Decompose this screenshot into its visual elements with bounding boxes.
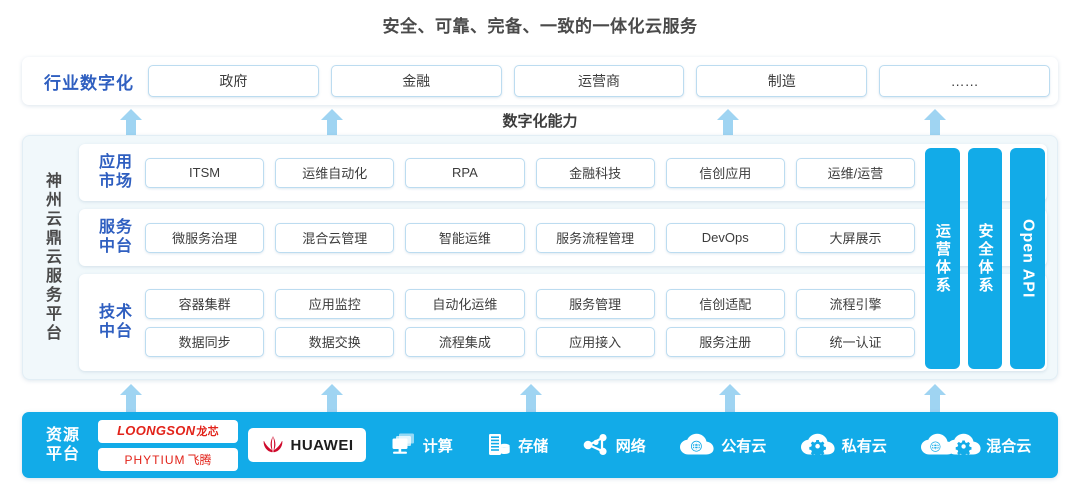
cloud-service-platform-panel: 神州云鼎云服务平台 应用 市场 ITSM 运维自动化 RPA 金融科技 信创应用… [22, 135, 1058, 380]
cell-data-exchange[interactable]: 数据交换 [275, 326, 395, 357]
service-platform-cells: 微服务治理 混合云管理 智能运维 服务流程管理 DevOps 大屏展示 [145, 222, 1039, 253]
layer-label-line2: 市场 [98, 172, 133, 190]
resource-gap [0, 380, 1080, 414]
cell-service-registration[interactable]: 服务注册 [665, 326, 785, 357]
resource-item-private-cloud[interactable]: 私有云 [800, 433, 887, 457]
page-title: 安全、可靠、完备、一致的一体化云服务 [382, 17, 698, 36]
cell-intelligent-ops[interactable]: 智能运维 [405, 222, 525, 253]
loongson-logo-text: LOONGSON龙芯 [117, 423, 219, 439]
layer-label-application-market: 应用 市场 [87, 154, 145, 192]
huawei-flower-icon [261, 435, 285, 455]
industry-items: 政府 金融 运营商 制造 …… [148, 65, 1050, 97]
cell-row: ITSM 运维自动化 RPA 金融科技 信创应用 运维/运营 [145, 157, 916, 188]
resource-item-label: 私有云 [841, 437, 887, 455]
layer-technology-middle-platform: 技术 中台 容器集群 应用监控 自动化运维 服务管理 信创适配 流程引擎 数据同… [79, 274, 1047, 371]
platform-vertical-title: 神州云鼎云服务平台 [43, 172, 60, 343]
phytium-cn: 飞腾 [187, 452, 212, 467]
cell-row: 数据同步 数据交换 流程集成 应用接入 服务注册 统一认证 [145, 326, 916, 357]
resource-label-line1: 资源 [45, 426, 80, 444]
loongson-cn: 龙芯 [196, 426, 219, 438]
storage-server-icon [486, 432, 512, 458]
resource-item-label: 存储 [518, 437, 549, 455]
cell-hybrid-cloud-management[interactable]: 混合云管理 [275, 222, 395, 253]
resource-item-label: 公有云 [721, 437, 767, 455]
platform-side-bars: 运营体系 安全体系 Open API [925, 148, 1046, 369]
resource-items: 计算 [372, 432, 1048, 458]
industry-item-manufacturing[interactable]: 制造 [696, 65, 868, 97]
cell-large-screen-display[interactable]: 大屏展示 [795, 222, 916, 253]
industry-item-more[interactable]: …… [879, 65, 1050, 97]
cell-row: 微服务治理 混合云管理 智能运维 服务流程管理 DevOps 大屏展示 [145, 222, 916, 253]
cell-ops-automation[interactable]: 运维自动化 [275, 157, 395, 188]
resource-item-network[interactable]: 网络 [582, 432, 646, 458]
industry-row: 行业数字化 政府 金融 运营商 制造 …… [22, 57, 1058, 105]
loongson-latin: LOONGSON [117, 423, 196, 438]
resource-item-public-cloud[interactable]: 公有云 [679, 433, 766, 457]
cloud-globe-gear-icon [920, 433, 982, 457]
layer-label-line1: 技术 [98, 303, 133, 321]
cell-row: 容器集群 应用监控 自动化运维 服务管理 信创适配 流程引擎 [145, 288, 916, 319]
cell-ops-operations[interactable]: 运维/运营 [795, 157, 916, 188]
cell-automated-ops[interactable]: 自动化运维 [405, 288, 525, 319]
capability-gap: 数字化能力 [0, 105, 1080, 137]
cell-container-cluster[interactable]: 容器集群 [145, 288, 265, 319]
resource-item-label: 计算 [422, 437, 453, 455]
technology-platform-cells: 容器集群 应用监控 自动化运维 服务管理 信创适配 流程引擎 数据同步 数据交换… [145, 288, 1039, 357]
cell-xinchuang-adaptation[interactable]: 信创适配 [665, 288, 785, 319]
cell-application-access[interactable]: 应用接入 [535, 326, 655, 357]
layer-label-line1: 应用 [98, 153, 133, 171]
industry-item-telecom[interactable]: 运营商 [513, 65, 685, 97]
cell-devops[interactable]: DevOps [665, 222, 785, 253]
industry-row-label: 行业数字化 [44, 73, 134, 93]
cell-unified-authentication[interactable]: 统一认证 [795, 326, 916, 357]
cell-itsm[interactable]: ITSM [145, 157, 265, 188]
industry-item-finance[interactable]: 金融 [330, 65, 502, 97]
loongson-logo[interactable]: LOONGSON龙芯 [98, 419, 238, 443]
layer-application-market: 应用 市场 ITSM 运维自动化 RPA 金融科技 信创应用 运维/运营 [79, 144, 1047, 201]
cell-process-engine[interactable]: 流程引擎 [795, 288, 916, 319]
cell-process-integration[interactable]: 流程集成 [405, 326, 525, 357]
platform-layers: 应用 市场 ITSM 运维自动化 RPA 金融科技 信创应用 运维/运营 [79, 136, 1057, 379]
cell-microservice-governance[interactable]: 微服务治理 [145, 222, 265, 253]
compute-monitor-icon [389, 432, 417, 458]
layer-label-line2: 中台 [98, 237, 133, 255]
cell-data-sync[interactable]: 数据同步 [145, 326, 265, 357]
cell-fintech[interactable]: 金融科技 [535, 157, 655, 188]
capability-label: 数字化能力 [502, 113, 578, 130]
cell-rpa[interactable]: RPA [405, 157, 525, 188]
application-market-cells: ITSM 运维自动化 RPA 金融科技 信创应用 运维/运营 [145, 157, 1039, 188]
resource-item-hybrid-cloud[interactable]: 混合云 [920, 433, 1031, 457]
resource-item-compute[interactable]: 计算 [389, 432, 453, 458]
resource-label-line2: 平台 [45, 446, 80, 463]
resource-item-storage[interactable]: 存储 [486, 432, 548, 458]
resource-item-label: 混合云 [986, 437, 1032, 455]
cell-xinchuang-app[interactable]: 信创应用 [665, 157, 785, 188]
cell-service-management[interactable]: 服务管理 [535, 288, 655, 319]
side-bar-open-api[interactable]: Open API [1010, 148, 1046, 369]
huawei-logo[interactable]: HUAWEI [248, 428, 366, 462]
huawei-wordmark: HUAWEI [290, 436, 354, 454]
layer-label-technology-middle-platform: 技术 中台 [87, 304, 145, 342]
network-nodes-icon [582, 432, 610, 458]
layer-label-line1: 服务 [98, 218, 133, 236]
cloud-globe-icon [679, 433, 715, 457]
resource-platform-label: 资源 平台 [32, 426, 94, 464]
phytium-latin: PHYTIUM [124, 452, 186, 467]
industry-item-government[interactable]: 政府 [148, 65, 319, 97]
layer-service-middle-platform: 服务 中台 微服务治理 混合云管理 智能运维 服务流程管理 DevOps 大屏展… [79, 209, 1047, 266]
cloud-gear-icon [800, 433, 836, 457]
layer-label-line2: 中台 [98, 322, 133, 340]
cell-application-monitoring[interactable]: 应用监控 [275, 288, 395, 319]
cell-service-process-management[interactable]: 服务流程管理 [535, 222, 655, 253]
layer-label-service-middle-platform: 服务 中台 [87, 219, 145, 257]
side-bar-security-system[interactable]: 安全体系 [967, 148, 1003, 369]
side-bar-operations-system[interactable]: 运营体系 [925, 148, 960, 369]
resource-item-label: 网络 [615, 437, 646, 455]
